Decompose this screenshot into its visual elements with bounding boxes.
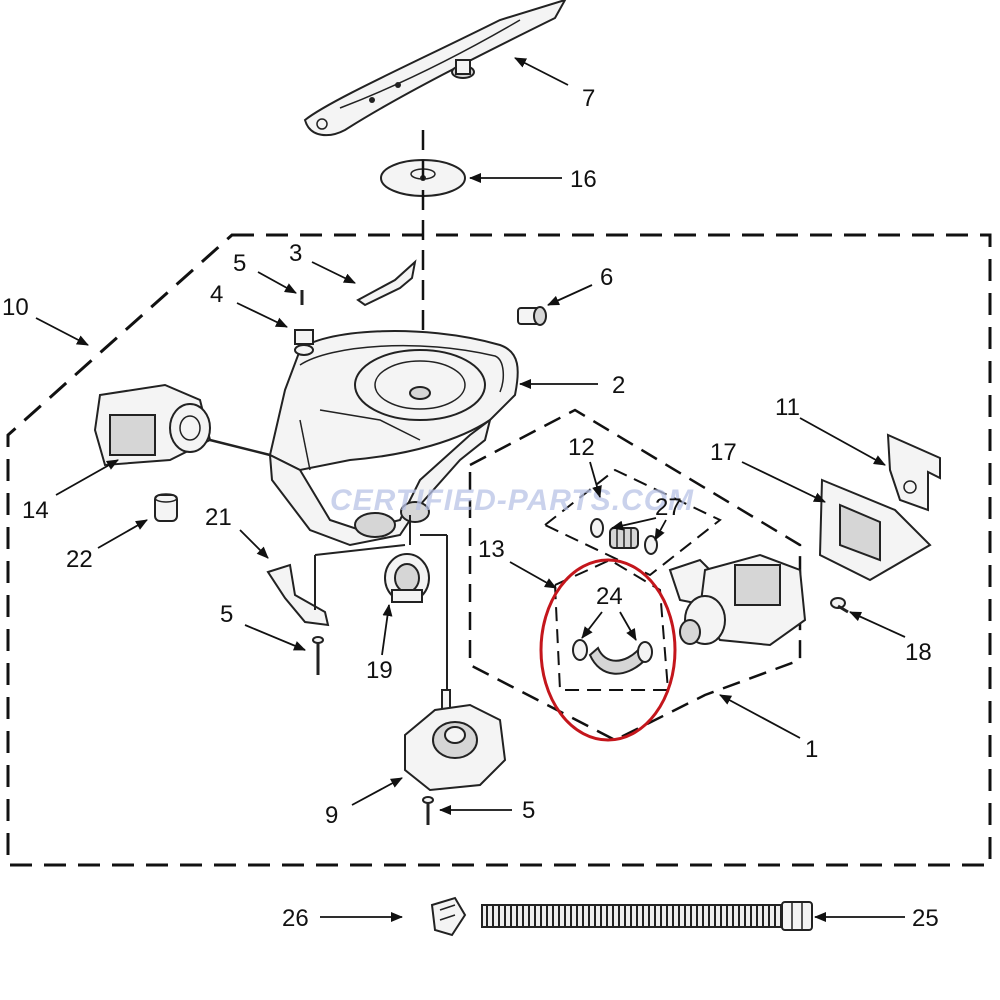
callout-18: 18	[905, 639, 932, 666]
callout-14: 14	[22, 497, 49, 524]
connector-27[interactable]	[609, 527, 658, 555]
callout-16: 16	[570, 166, 597, 193]
drain-hose-25[interactable]	[481, 901, 813, 931]
elbow-hose-24[interactable]	[572, 639, 653, 675]
callout-5-top: 5	[233, 250, 246, 277]
callout-26: 26	[282, 905, 309, 932]
screw-5-bottom[interactable]	[422, 796, 434, 825]
clip-22[interactable]	[154, 493, 178, 522]
sump-housing[interactable]	[268, 330, 519, 547]
pump-housing-9[interactable]	[404, 689, 507, 792]
fitting-6[interactable]	[517, 306, 547, 326]
bracket-21[interactable]	[266, 563, 330, 627]
pump-subassembly-boundary	[468, 408, 802, 742]
bracket-clip[interactable]	[356, 259, 417, 307]
hose-kit-boundary	[553, 558, 670, 691]
callout-4: 4	[210, 281, 223, 308]
callout-1: 1	[805, 736, 818, 763]
callout-22: 22	[66, 546, 93, 573]
motor-14[interactable]	[93, 383, 271, 467]
clamp-26[interactable]	[430, 896, 467, 937]
callout-5-bottom: 5	[522, 797, 535, 824]
callout-17: 17	[710, 439, 737, 466]
callout-27: 27	[655, 494, 682, 521]
callout-labels: 7 16 3 5 4 6 2 10 11 17 12 27 13 14 22 2…	[2, 85, 939, 932]
screw-5-middle[interactable]	[312, 636, 324, 675]
callout-5-middle: 5	[220, 601, 233, 628]
callout-2: 2	[612, 372, 625, 399]
callout-9: 9	[325, 802, 338, 829]
callout-25: 25	[912, 905, 939, 932]
callout-13: 13	[478, 536, 505, 563]
highlight-circle	[539, 558, 677, 742]
callout-10: 10	[2, 294, 29, 321]
callout-11: 11	[775, 394, 800, 421]
callout-6: 6	[600, 264, 613, 291]
bracket-4[interactable]	[294, 329, 314, 356]
drain-pump-1[interactable]	[668, 553, 807, 647]
sensor-19[interactable]	[384, 553, 430, 603]
bracket-11[interactable]	[886, 433, 941, 512]
spray-arm[interactable]	[303, 0, 567, 137]
callout-21: 21	[205, 504, 232, 531]
callout-24: 24	[596, 583, 623, 610]
inlet-seal-boundary	[543, 468, 722, 577]
callout-arrows	[35, 57, 906, 922]
seal-12[interactable]	[590, 518, 604, 538]
screw-18[interactable]	[830, 597, 849, 614]
callout-12: 12	[568, 434, 595, 461]
callout-7: 7	[582, 85, 595, 112]
watermark: CERTIFIED-PARTS.COM	[330, 484, 694, 517]
gasket-17[interactable]	[818, 478, 932, 582]
callout-19: 19	[366, 657, 393, 684]
assembly-boundary	[6, 233, 992, 867]
callout-3: 3	[289, 240, 302, 267]
